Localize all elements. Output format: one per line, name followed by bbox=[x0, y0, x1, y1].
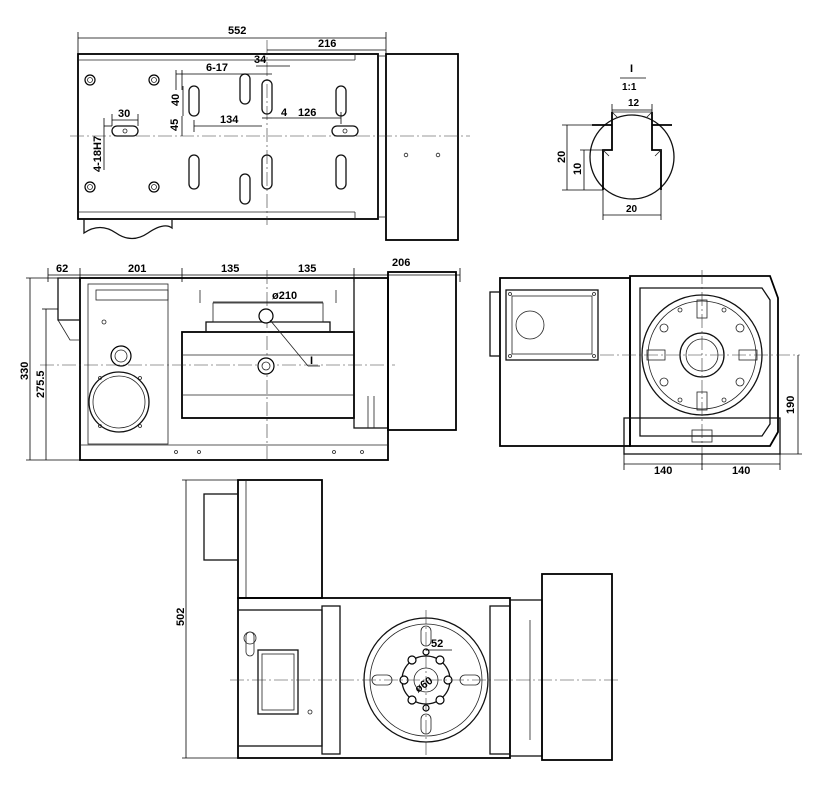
top-slot-spec: 6-17 bbox=[206, 62, 228, 74]
front-center-left: 135 bbox=[221, 263, 239, 275]
detail-bottom-width: 20 bbox=[626, 204, 638, 215]
top-slot-offset: 45 bbox=[169, 119, 181, 131]
detail-scale: 1:1 bbox=[622, 82, 637, 93]
front-table-diameter: ø210 bbox=[272, 290, 297, 302]
top-keyway-spec: 4-18H7 bbox=[92, 136, 104, 172]
side-half-width-right: 140 bbox=[732, 465, 750, 477]
top-slot-width: 34 bbox=[254, 54, 267, 66]
top-slot-gap: 4 bbox=[281, 107, 288, 119]
detail-label: I bbox=[630, 63, 633, 75]
detail-height-slot: 10 bbox=[572, 163, 584, 175]
front-axis-height: 275.5 bbox=[35, 370, 47, 398]
front-view: I 62 201 135 135 206 ø210 330 275.5 bbox=[19, 257, 461, 461]
front-detail-ref: I bbox=[310, 355, 313, 367]
side-half-width-left: 140 bbox=[654, 465, 672, 477]
front-overall-height: 330 bbox=[19, 362, 31, 380]
front-center-right: 135 bbox=[298, 263, 316, 275]
top-overall-length: 552 bbox=[228, 25, 246, 37]
front-left-offset: 62 bbox=[56, 263, 68, 275]
detail-view: I 1:1 12 20 10 20 bbox=[556, 63, 675, 220]
top-slot-length: 40 bbox=[170, 94, 182, 106]
plan-bolt-circle: 52 bbox=[431, 638, 443, 650]
top-motor-length: 216 bbox=[318, 38, 336, 50]
side-center-height: 190 bbox=[785, 396, 797, 414]
plan-view: 502 52 ø60 bbox=[175, 479, 620, 761]
top-view: 552 216 6-17 34 40 45 134 4 126 30 4-18H bbox=[70, 25, 470, 241]
side-view: 140 140 190 bbox=[489, 270, 802, 477]
front-motor-length: 206 bbox=[392, 257, 410, 269]
front-left-body: 201 bbox=[128, 263, 146, 275]
detail-height-total: 20 bbox=[556, 151, 568, 163]
top-tslot-spacing: 30 bbox=[118, 108, 130, 120]
top-slot-pitch-left: 134 bbox=[220, 114, 239, 126]
top-slot-pitch-right: 126 bbox=[298, 107, 316, 119]
plan-bore-diameter: ø60 bbox=[413, 675, 435, 696]
plan-overall-height: 502 bbox=[175, 608, 187, 626]
detail-top-width: 12 bbox=[628, 98, 640, 109]
